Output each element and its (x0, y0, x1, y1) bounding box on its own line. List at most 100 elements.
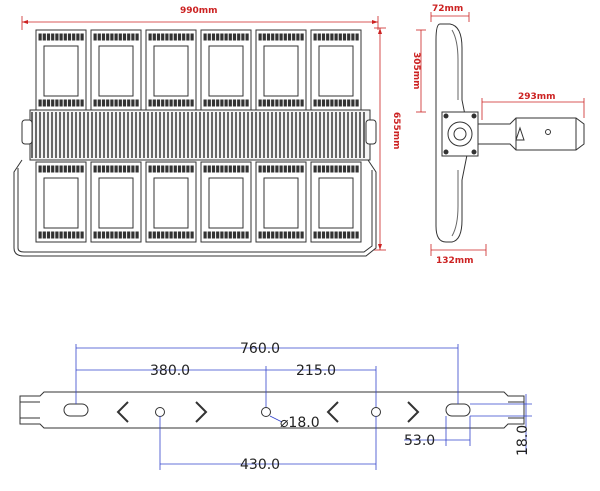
module-vent-tick (347, 231, 351, 239)
module-vent-tick (207, 33, 211, 41)
module-vent-tick (300, 231, 304, 239)
module-vent-tick (80, 99, 84, 107)
module-vent-tick (216, 231, 220, 239)
side-height-label: 305mm (411, 52, 421, 90)
module-vent-tick (203, 33, 207, 41)
module-vent-tick (101, 33, 106, 41)
module-vent-tick (207, 99, 211, 107)
module-vent-tick (283, 99, 287, 107)
bracket-dim-slot-width-label: 53.0 (404, 433, 435, 449)
module-vent-tick (118, 99, 122, 107)
module-vent-tick (63, 231, 67, 239)
module-vent-tick (351, 231, 355, 239)
module-vent-tick (271, 165, 275, 173)
module-vent-tick (46, 99, 51, 107)
module-vent-tick (207, 231, 211, 239)
module-vent-tick (59, 231, 63, 239)
module-vent-tick (101, 231, 106, 239)
bracket-hole-2 (261, 407, 271, 417)
side-thickness-dimension (430, 12, 470, 22)
module-vent-tick (296, 231, 300, 239)
module-vent-tick (203, 231, 207, 239)
module-vent-tick (237, 231, 241, 239)
bracket-dim-slot-width (404, 416, 471, 446)
module-vent-tick (292, 231, 296, 239)
module-vent-tick (279, 99, 283, 107)
led-module-grid (35, 29, 362, 243)
module-vent-tick (67, 33, 72, 41)
module-vent-tick (262, 231, 266, 239)
side-thickness-label: 72mm (432, 4, 463, 14)
led-lens (318, 177, 354, 229)
module-vent-tick (313, 165, 317, 173)
module-vent-tick (334, 99, 338, 107)
module-vent-tick (220, 33, 224, 41)
module-vent-tick (97, 99, 101, 107)
module-vent-tick (38, 33, 42, 41)
module-vent-tick (292, 165, 296, 173)
led-lens (98, 177, 134, 229)
module-vent-tick (127, 165, 131, 173)
module-vent-tick (106, 33, 110, 41)
module-vent-tick (110, 231, 114, 239)
module-vent-tick (347, 33, 351, 41)
module-vent-tick (173, 33, 177, 41)
module-vent-tick (216, 33, 220, 41)
module-vent-tick (106, 165, 110, 173)
module-vent-tick (156, 231, 161, 239)
chevron-left-icon (326, 401, 339, 423)
module-vent-tick (177, 33, 182, 41)
led-lens (263, 177, 299, 229)
module-vent-tick (216, 99, 220, 107)
module-vent-tick (330, 99, 334, 107)
module-vent-tick (203, 165, 207, 173)
module-vent-tick (300, 99, 304, 107)
module-vent-tick (97, 165, 101, 173)
led-lens (43, 45, 79, 97)
module-vent-tick (38, 99, 42, 107)
module-vent-tick (279, 33, 283, 41)
module-vent-tick (321, 165, 326, 173)
module-vent-tick (148, 99, 152, 107)
module-vent-tick (63, 33, 67, 41)
bracket-dim-left-label: 380.0 (150, 363, 190, 379)
module-vent-tick (110, 33, 114, 41)
led-lens (263, 45, 299, 97)
module-vent-tick (292, 99, 296, 107)
module-vent-tick (237, 99, 241, 107)
module-vent-tick (127, 231, 131, 239)
module-vent-tick (118, 231, 122, 239)
chevron-right-icon (195, 401, 208, 423)
bracket-dim-lower (159, 416, 377, 470)
module-vent-tick (55, 99, 59, 107)
module-vent-tick (237, 33, 241, 41)
side-arm-label: 293mm (518, 92, 556, 102)
module-vent-tick (287, 99, 292, 107)
module-vent-tick (42, 99, 46, 107)
module-vent-tick (190, 231, 194, 239)
module-vent-tick (275, 231, 279, 239)
side-view: 72mm 305mm 293mm (411, 4, 585, 266)
module-vent-tick (338, 99, 342, 107)
module-vent-tick (338, 165, 342, 173)
module-vent-tick (93, 165, 97, 173)
module-vent-tick (106, 99, 110, 107)
module-vent-tick (165, 99, 169, 107)
module-vent-tick (220, 231, 224, 239)
module-vent-tick (220, 99, 224, 107)
module-vent-tick (76, 165, 80, 173)
module-vent-tick (93, 99, 97, 107)
led-lens (318, 45, 354, 97)
module-vent-tick (131, 231, 135, 239)
module-vent-tick (55, 231, 59, 239)
module-vent-tick (72, 231, 76, 239)
module-vent-tick (59, 165, 63, 173)
module-vent-tick (232, 231, 237, 239)
module-vent-tick (152, 33, 156, 41)
module-vent-tick (262, 165, 266, 173)
module-vent-tick (317, 33, 321, 41)
heat-sink-fins (31, 112, 365, 158)
bracket-dim-slot-height (470, 394, 532, 454)
module-vent-tick (317, 165, 321, 173)
